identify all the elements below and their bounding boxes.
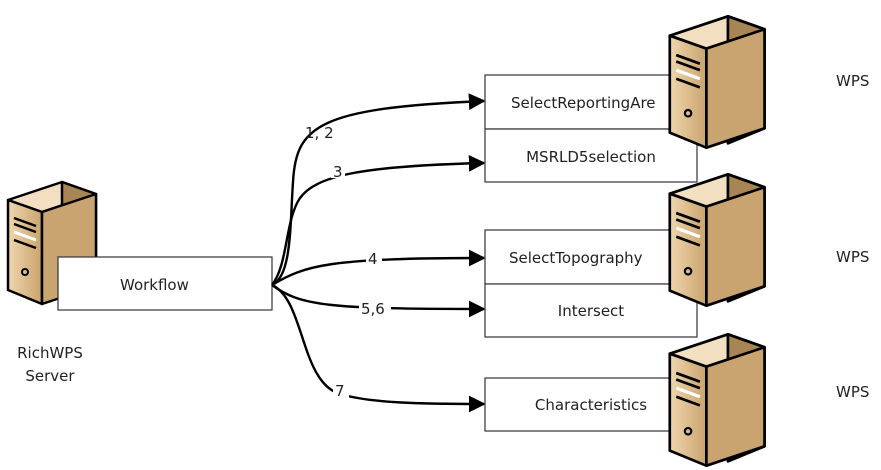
process-label-characteristics: Characteristics (535, 396, 647, 414)
edge-3 (271, 154, 486, 286)
svg-text:4: 4 (368, 250, 378, 268)
wps-label-2: WPS (836, 248, 869, 266)
edge-label-4: 4 (366, 250, 382, 268)
wps-server-icon-3 (668, 332, 767, 468)
workflow-label: Workflow (120, 276, 189, 294)
server-label-line1: RichWPS (17, 344, 83, 362)
edge-label-7: 7 (333, 382, 349, 400)
svg-text:5,6: 5,6 (361, 300, 385, 318)
workflow-box (57, 256, 273, 311)
edge-label-5-6: 5,6 (359, 300, 391, 318)
edge-label-1-2: 1, 2 (305, 124, 334, 142)
wps-server-icon-2 (668, 172, 767, 308)
svg-text:7: 7 (335, 382, 345, 400)
wps-server-icon-1 (668, 14, 767, 150)
edge-label-3: 3 (331, 162, 345, 181)
process-box-intersect (484, 283, 698, 338)
process-label-selectreportingarea: SelectReportingAre (511, 94, 656, 112)
process-label-msrld5selection: MSRLD5selection (526, 148, 656, 166)
process-box-characteristics (484, 377, 698, 432)
svg-text:3: 3 (333, 163, 343, 181)
wps-label-1: WPS (836, 72, 869, 90)
process-label-selecttopography: SelectTopography (509, 249, 643, 267)
wps-label-3: WPS (836, 383, 869, 401)
svg-text:1, 2: 1, 2 (305, 124, 334, 142)
server-label-line2: Server (25, 367, 75, 385)
edge-4 (271, 249, 486, 287)
edge-1-2 (271, 93, 486, 287)
process-box-msrld5selection (484, 128, 698, 183)
process-label-intersect: Intersect (558, 302, 624, 320)
